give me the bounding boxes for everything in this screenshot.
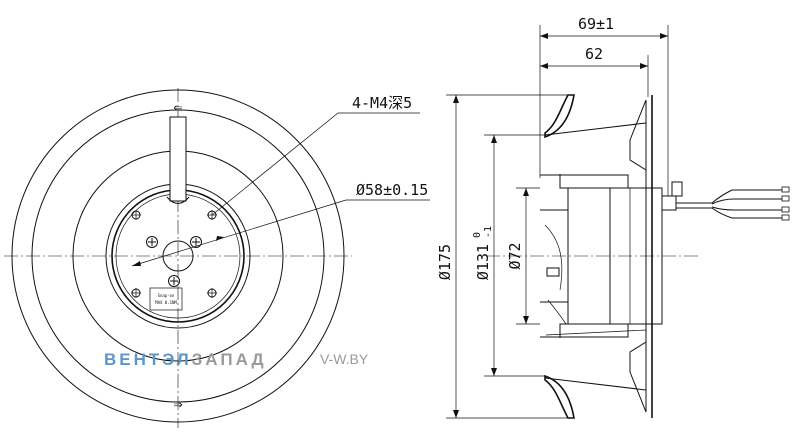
watermark: ВЕНТЭЛЗАПАД V-W.BY bbox=[104, 350, 369, 369]
rotation-arrow-bottom-icon: ⇒ bbox=[173, 395, 182, 413]
outer-rim-circle bbox=[11, 89, 345, 423]
watermark-brand-part-1: ВЕНТЭЛ bbox=[104, 350, 192, 369]
shroud-bottom bbox=[544, 374, 575, 419]
screws bbox=[146, 236, 202, 287]
label-plate-line-2: MAX 0.1NM bbox=[155, 300, 177, 305]
motor-terminal bbox=[546, 267, 560, 277]
shroud-top bbox=[544, 94, 575, 139]
blade-edge-bottom bbox=[629, 371, 647, 413]
cable-gland bbox=[661, 195, 677, 211]
blade-edge-top bbox=[629, 99, 647, 141]
bolt-circle-callout: Ø58±0.15 bbox=[356, 181, 428, 199]
motor-bottom-flange bbox=[540, 323, 629, 338]
leader-lines bbox=[131, 112, 430, 267]
impeller-outer-circle bbox=[31, 109, 325, 403]
blade-detail-bottom bbox=[629, 341, 647, 372]
wire-terminal-1 bbox=[781, 186, 790, 193]
side-view: 69±1 62 Ø175 Ø131 0 bbox=[436, 15, 790, 419]
wire-2 bbox=[711, 198, 788, 205]
cable-gland-nut bbox=[671, 181, 683, 197]
watermark-brand-part-2: ЗАПАД bbox=[192, 350, 267, 369]
wire-terminal-4 bbox=[781, 214, 790, 221]
motor-inner-curve-1 bbox=[544, 224, 563, 291]
inlet-tolerance-lower: -1 bbox=[483, 226, 494, 238]
overall-depth-dim: 69±1 bbox=[578, 15, 614, 33]
watermark-site: V-W.BY bbox=[320, 351, 369, 367]
motor-inner-curve-2 bbox=[547, 299, 567, 325]
rotation-arrow-top-icon: ⇐ bbox=[173, 98, 182, 116]
inlet-diameter-dim: Ø131 bbox=[474, 244, 492, 280]
impeller-depth-dim: 62 bbox=[585, 45, 603, 63]
power-cable bbox=[169, 116, 187, 202]
shroud-top-line bbox=[544, 122, 647, 136]
shroud-bottom-inner-line bbox=[545, 329, 647, 336]
shroud-bottom-line bbox=[544, 377, 647, 391]
thread-callout: 4-M4深5 bbox=[352, 94, 412, 112]
label-plate-line-1: Snap-on bbox=[158, 293, 175, 298]
depth-dimensions bbox=[539, 25, 669, 196]
wire-terminal-2 bbox=[781, 195, 790, 202]
wire-terminal-3 bbox=[781, 206, 790, 213]
cable-grommet bbox=[166, 196, 190, 204]
outer-diameter-dim: Ø175 bbox=[436, 244, 454, 280]
label-plate bbox=[149, 287, 183, 311]
hub-circle bbox=[162, 240, 194, 272]
diameter-dimensions bbox=[446, 94, 568, 419]
watermark-brand: ВЕНТЭЛЗАПАД bbox=[104, 350, 267, 369]
inlet-tolerance-upper: 0 bbox=[472, 232, 483, 238]
motor-top-flange bbox=[540, 174, 629, 189]
motor-diameter-dim: Ø72 bbox=[506, 242, 524, 269]
wire-4 bbox=[711, 207, 788, 219]
front-view: Snap-on MAX 0.1NM ⇐ ⇒ 4-M4深5 Ø58±0.15 bbox=[4, 88, 430, 428]
blade-detail-top bbox=[629, 140, 647, 171]
wire-3 bbox=[711, 206, 788, 211]
wire-1 bbox=[711, 189, 788, 204]
